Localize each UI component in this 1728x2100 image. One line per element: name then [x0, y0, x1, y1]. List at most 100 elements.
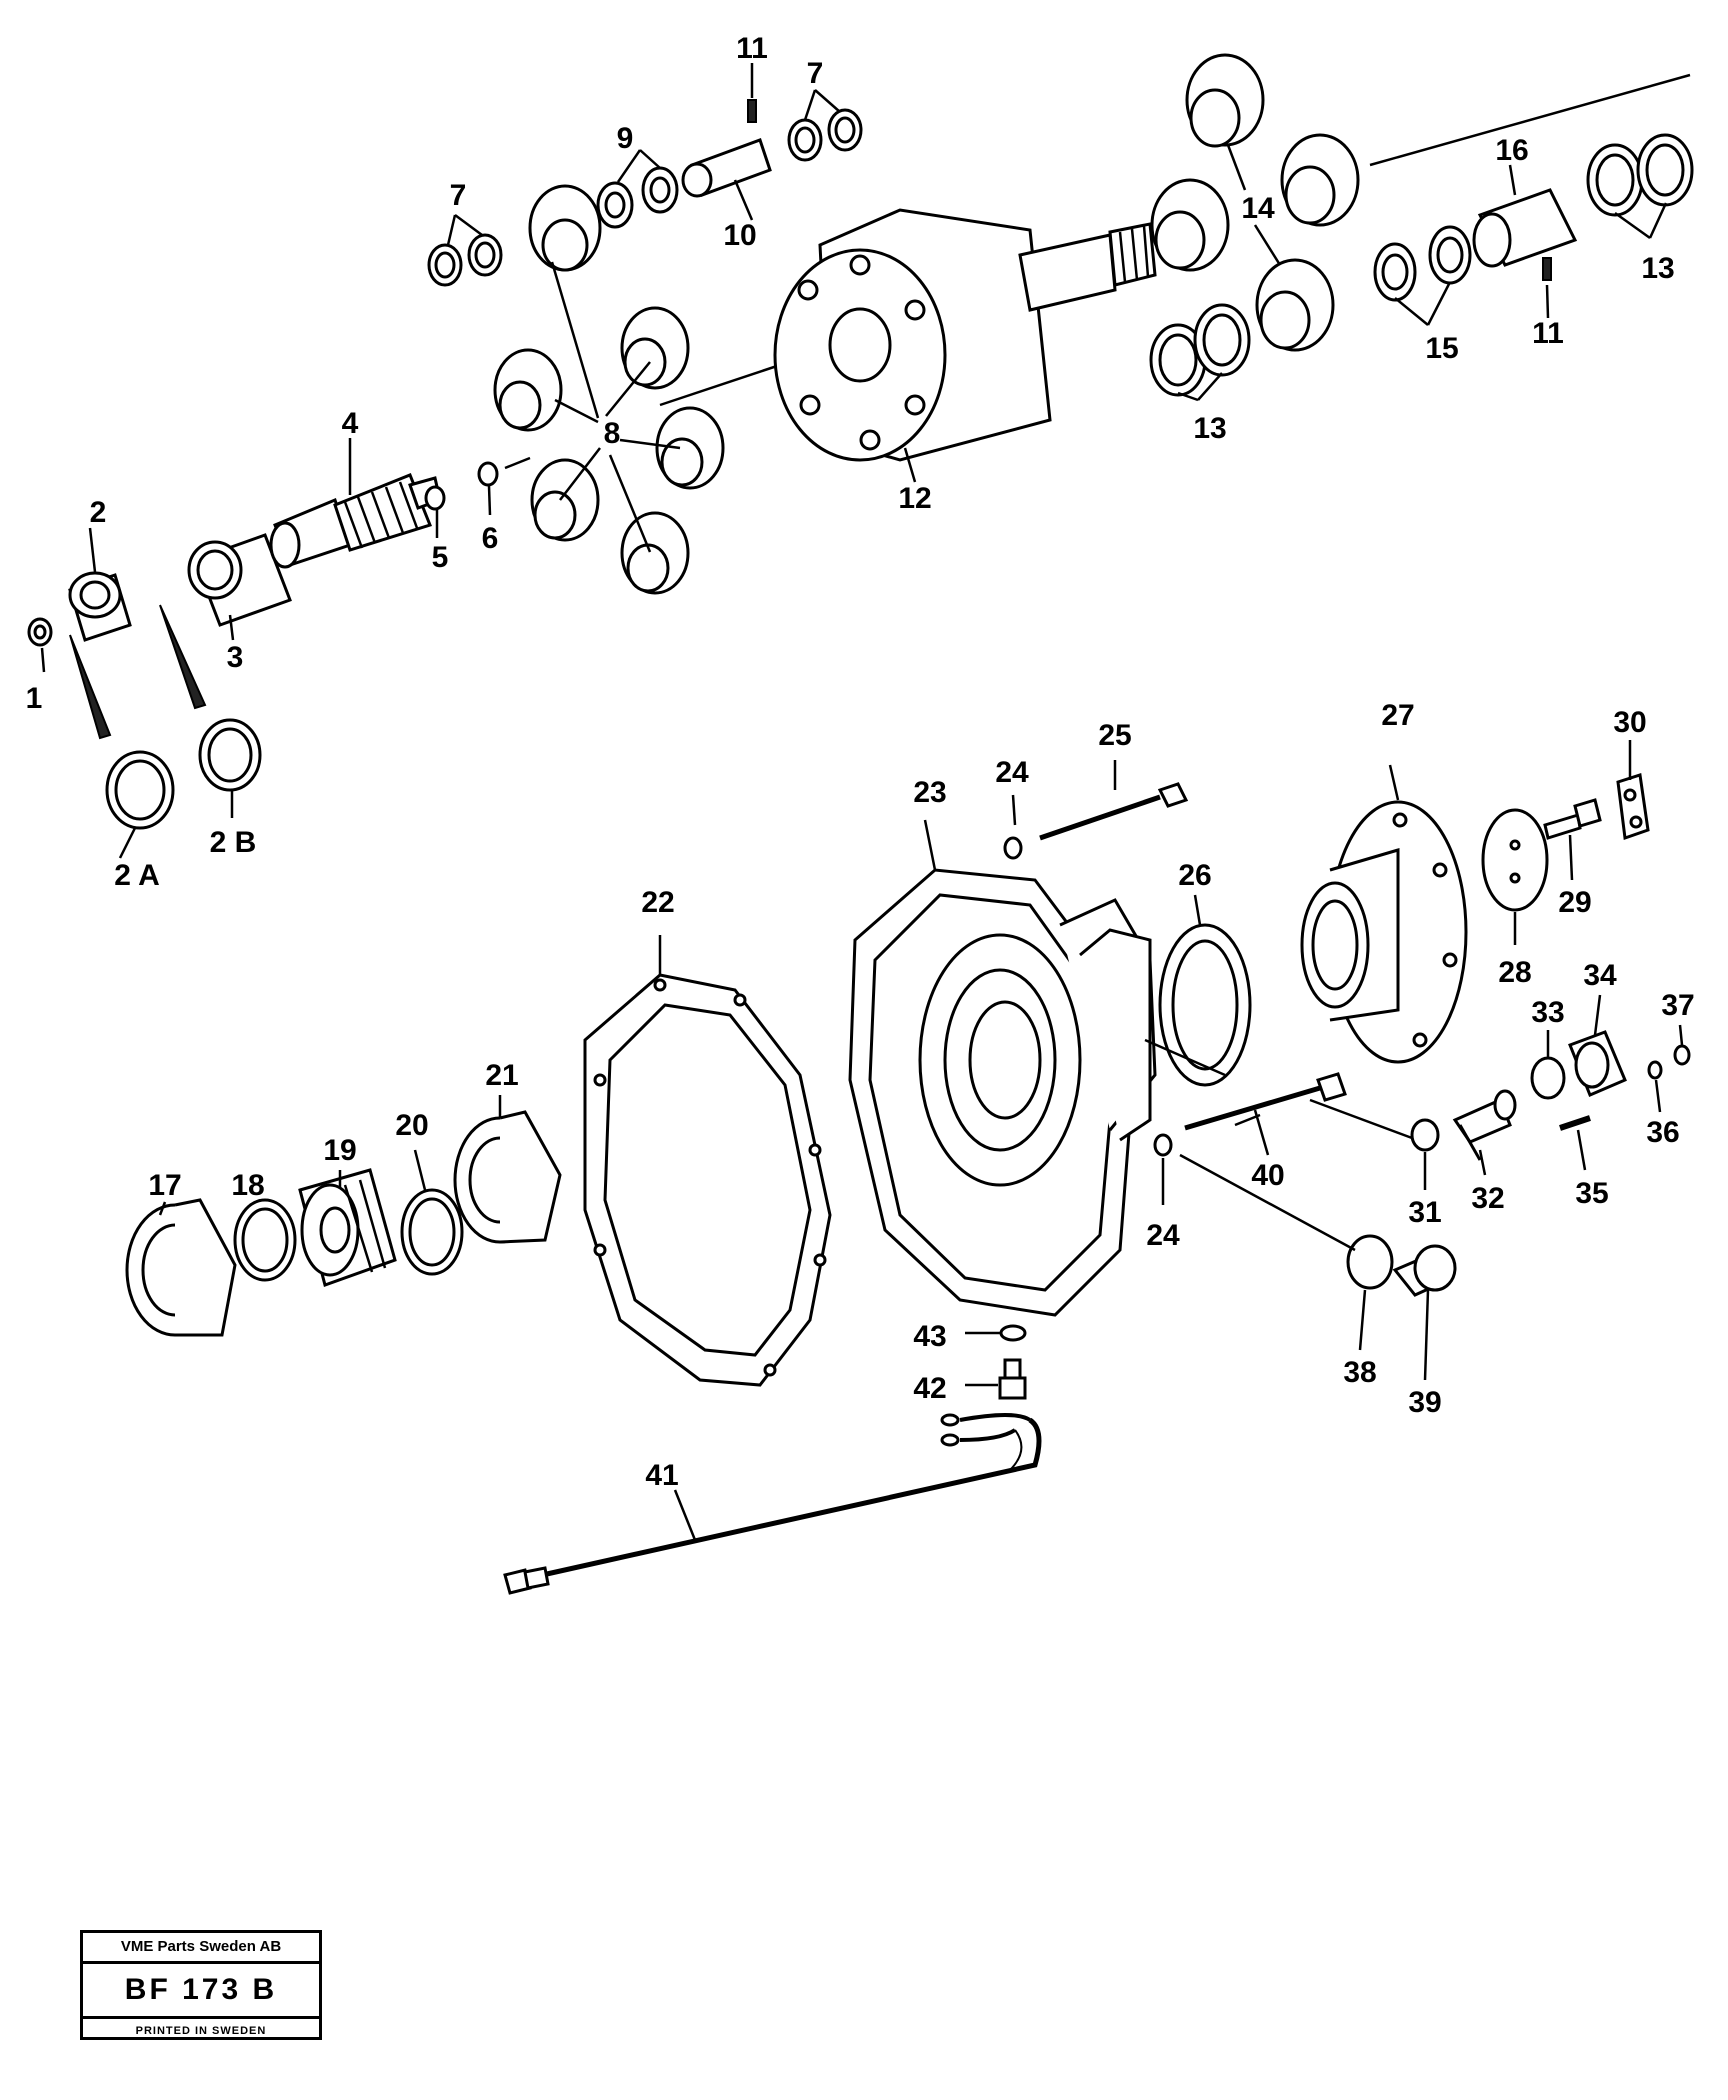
part-8-planet-gears [493, 184, 725, 595]
part-4-shaft [269, 473, 442, 569]
part-8-leaders [550, 261, 681, 553]
part-19-gear [298, 1168, 397, 1287]
label-16: 16 [1495, 134, 1528, 167]
label-13-right: 13 [1641, 252, 1674, 285]
label-24-lower: 24 [1146, 1219, 1180, 1252]
label-17: 17 [148, 1169, 181, 1202]
part-3-sleeve [187, 533, 292, 627]
part-29-bolt [1543, 798, 1602, 840]
part-14-gears [1150, 53, 1360, 352]
axis-line-top [1369, 73, 1691, 167]
part-labels: 1 2 2 A 2 B 3 4 5 6 7 7 8 9 10 11 11 12 … [26, 32, 1695, 1492]
label-24-top: 24 [995, 756, 1029, 789]
label-33: 33 [1531, 996, 1564, 1029]
upper-assembly [27, 53, 1694, 859]
label-9: 9 [617, 122, 634, 155]
part-22-gasket [583, 973, 832, 1387]
label-29: 29 [1558, 886, 1591, 919]
stamp-printed: PRINTED IN SWEDEN [135, 2025, 267, 2037]
label-20: 20 [395, 1109, 428, 1142]
part-20-ring [400, 1188, 464, 1276]
label-19: 19 [323, 1134, 356, 1167]
label-15: 15 [1425, 332, 1458, 365]
part-7-washers-left [427, 233, 503, 287]
part-13-washers-lower [1149, 303, 1251, 397]
part-26-seal [1158, 923, 1252, 1087]
label-43: 43 [913, 1320, 946, 1353]
part-41-cable [503, 1413, 1042, 1595]
label-2: 2 [90, 496, 107, 529]
part-2B-washer [198, 718, 262, 792]
label-2A: 2 A [114, 859, 160, 892]
arrow-left [69, 634, 112, 740]
label-23: 23 [913, 776, 946, 809]
part-11-roll-pin-top [747, 99, 757, 123]
part-21-ball-bearing [453, 1110, 562, 1244]
label-31: 31 [1408, 1196, 1441, 1229]
part-12-planet-carrier [773, 208, 1157, 462]
part-5-ring [424, 485, 446, 511]
label-6: 6 [482, 522, 499, 555]
upper-leaders [40, 63, 1668, 859]
part-40-bolt [1184, 1072, 1347, 1131]
part-18-ring [233, 1198, 297, 1282]
part-37-nut [1673, 1044, 1691, 1066]
label-35: 35 [1575, 1177, 1608, 1210]
part-2A-washer [105, 750, 175, 830]
label-26: 26 [1178, 859, 1211, 892]
label-22: 22 [641, 886, 674, 919]
title-stamp: VME Parts Sweden AB BF 173 B PRINTED IN … [80, 1930, 322, 2040]
label-8: 8 [604, 417, 621, 450]
lower-assembly [125, 740, 1691, 1595]
label-11-top: 11 [736, 32, 768, 65]
label-10: 10 [723, 219, 756, 252]
part-9-needle-bearings [596, 166, 679, 229]
part-43-washer [999, 1324, 1027, 1342]
label-32: 32 [1471, 1182, 1504, 1215]
part-27-flange [1300, 800, 1468, 1064]
arrow-right [159, 604, 207, 710]
part-1-nut [27, 617, 53, 647]
label-5: 5 [432, 541, 449, 574]
label-4: 4 [342, 407, 359, 440]
label-7-left: 7 [450, 179, 467, 212]
part-23-housing [848, 868, 1157, 1317]
stamp-code: BF 173 B [83, 1964, 319, 2019]
part-35-stud [1559, 1115, 1591, 1131]
label-28: 28 [1498, 956, 1531, 989]
part-10-pin [681, 138, 772, 198]
part-24-washer-lower [1153, 1133, 1173, 1157]
stamp-company: VME Parts Sweden AB [83, 1933, 319, 1964]
label-39: 39 [1408, 1386, 1441, 1419]
label-37: 37 [1661, 989, 1694, 1022]
label-42: 42 [913, 1372, 946, 1405]
part-6-ring [477, 461, 499, 487]
label-2B: 2 B [210, 826, 257, 859]
part-34-cover [1568, 1030, 1627, 1097]
part-16-pin [1472, 188, 1578, 268]
part-36-washer [1647, 1060, 1663, 1080]
part-17-ball-bearing [125, 1198, 237, 1337]
part-25-bolt [1039, 782, 1189, 841]
part-38-ring [1346, 1234, 1394, 1290]
label-12: 12 [898, 482, 931, 515]
label-30: 30 [1613, 706, 1646, 739]
part-30-lock-plate [1616, 773, 1650, 841]
label-34: 34 [1583, 959, 1617, 992]
part-15-bearings [1373, 225, 1472, 302]
label-3: 3 [227, 641, 244, 674]
part-2-bearing [68, 571, 132, 642]
label-27: 27 [1381, 699, 1414, 732]
label-13-lower: 13 [1193, 412, 1226, 445]
part-24-washer-top [1003, 836, 1023, 860]
label-11-right: 11 [1532, 317, 1564, 350]
part-13-washers-right [1586, 133, 1694, 217]
part-33-ring [1530, 1056, 1566, 1100]
part-39-plug [1392, 1244, 1457, 1297]
label-18: 18 [231, 1169, 264, 1202]
part-42-fitting [998, 1358, 1027, 1400]
lower-leaders [158, 740, 1684, 1381]
label-25: 25 [1098, 719, 1131, 752]
part-11-roll-pin-right [1542, 257, 1552, 281]
